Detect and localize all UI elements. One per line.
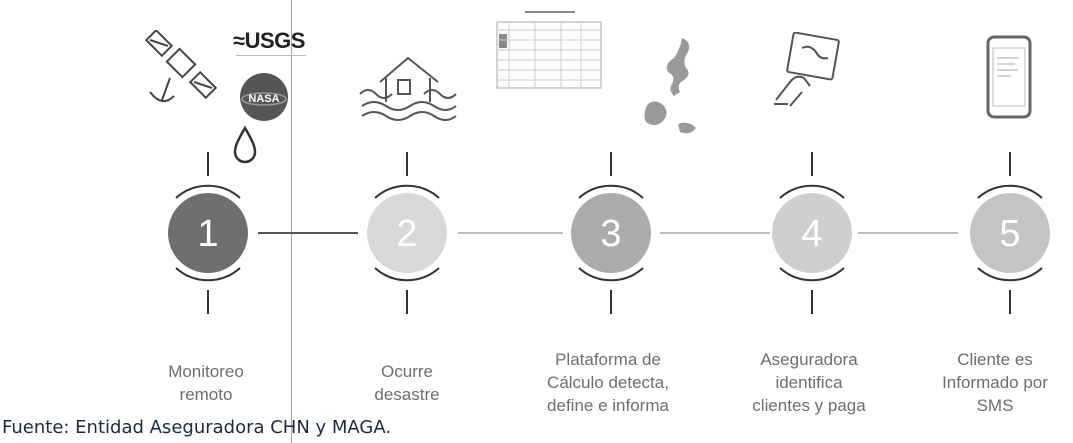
hand-card-icon	[774, 32, 840, 107]
step-1-circle: 1	[148, 148, 268, 318]
usgs-logo-text: USGS	[244, 28, 306, 53]
step-1-caption-line: Monitoreo	[168, 362, 244, 381]
connector-3-4	[660, 232, 770, 234]
nasa-logo: NASA	[240, 73, 288, 121]
connector-1-2	[258, 232, 358, 234]
step-4-caption-line: clientes y paga	[752, 396, 866, 415]
step-4-caption-line: Aseguradora	[760, 350, 858, 369]
step-1-caption: Monitoreo remoto	[131, 360, 281, 406]
step-4-caption-line: identifica	[775, 373, 843, 392]
step-5-caption-line: Cliente es	[957, 350, 1033, 369]
step-1-caption-line: remoto	[179, 385, 233, 404]
flooded-house-icon	[359, 56, 457, 121]
step-2-circle: 2	[347, 148, 467, 318]
step-5-number: 5	[999, 213, 1020, 255]
step-5-caption-line: SMS	[976, 396, 1014, 415]
step-3-caption-line: Cálculo detecta,	[547, 373, 669, 392]
water-drop-icon	[233, 125, 257, 164]
satellite-icon	[144, 30, 218, 103]
smartphone-icon	[986, 35, 1032, 119]
step-2-number: 2	[396, 213, 417, 255]
usgs-logo-underline	[236, 55, 306, 56]
vertical-guide-line	[291, 0, 292, 443]
data-table-icon	[496, 11, 602, 89]
step-2-caption-line: Ocurre	[381, 362, 433, 381]
step-4-circle: 4	[752, 148, 872, 318]
step-3-number: 3	[600, 213, 621, 255]
usgs-logo: ≈USGS	[233, 28, 306, 53]
step-2-caption: Ocurre desastre	[332, 360, 482, 406]
step-5-caption-line: Informado por	[942, 373, 1048, 392]
globe-icon	[644, 38, 696, 134]
nasa-logo-text: NASA	[248, 93, 279, 105]
step-4-number: 4	[801, 213, 822, 255]
connector-2-3	[458, 232, 563, 234]
step-5-disc	[970, 193, 1050, 273]
step-5-caption: Cliente es Informado por SMS	[920, 348, 1070, 417]
step-1-disc	[168, 193, 248, 273]
step-3-circle: 3	[551, 148, 671, 318]
step-2-disc	[367, 193, 447, 273]
source-note: Fuente: Entidad Aseguradora CHN y MAGA.	[2, 417, 392, 438]
step-4-caption: Aseguradora identifica clientes y paga	[734, 348, 884, 417]
step-3-caption: Plataforma de Cálculo detecta, define e …	[533, 348, 683, 417]
step-3-caption-line: define e informa	[547, 396, 669, 415]
step-3-disc	[571, 193, 651, 273]
step-4-disc	[772, 193, 852, 273]
step-1-number: 1	[197, 213, 218, 255]
step-5-circle: 5	[950, 148, 1070, 318]
connector-4-5	[858, 232, 958, 234]
step-3-caption-line: Plataforma de	[555, 350, 661, 369]
step-2-caption-line: desastre	[374, 385, 440, 404]
